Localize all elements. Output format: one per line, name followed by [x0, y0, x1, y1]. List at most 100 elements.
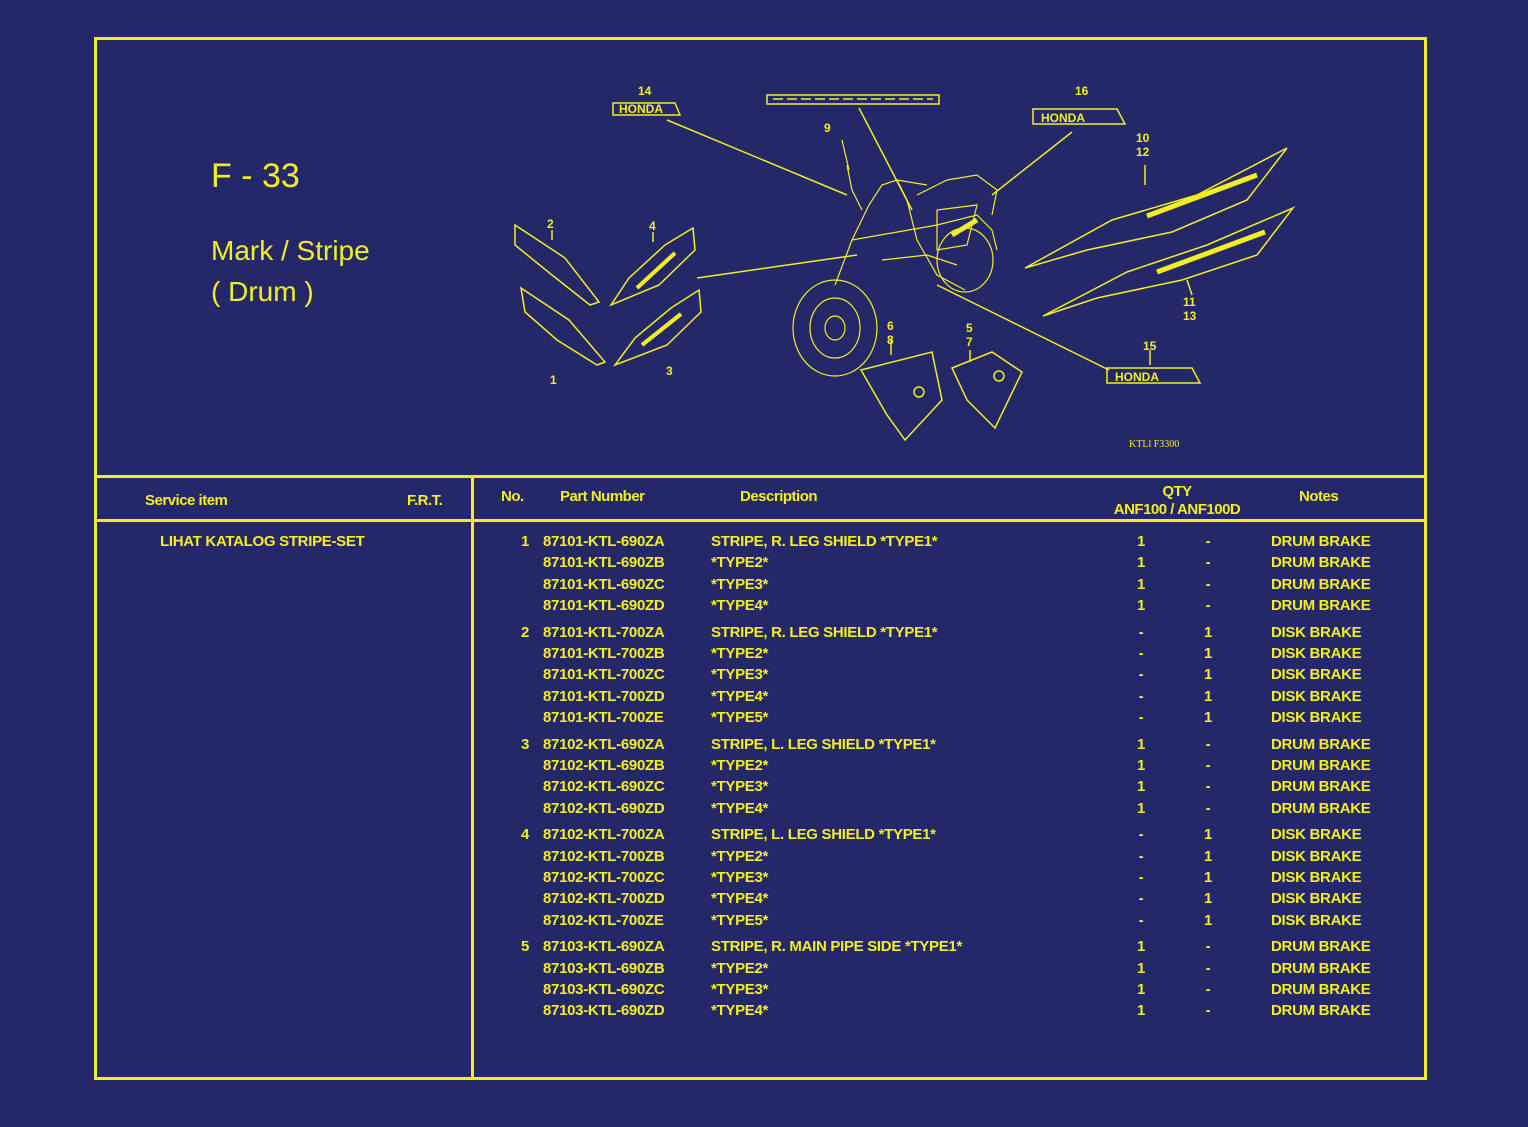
description-cell: *TYPE2*	[711, 959, 769, 977]
qty-anf100-cell: 1	[1136, 799, 1146, 817]
description-cell: *TYPE3*	[711, 778, 769, 796]
qty-anf100d-cell: 1	[1203, 826, 1213, 844]
part-number-cell: 87102-KTL-690ZC	[543, 778, 665, 796]
qty-anf100d-cell: -	[1205, 1002, 1211, 1020]
header-qty-models: ANF100 / ANF100D	[1113, 501, 1241, 518]
qty-anf100d-cell: -	[1205, 959, 1211, 977]
qty-anf100d-cell: 1	[1203, 708, 1213, 726]
qty-anf100-cell: 1	[1136, 1002, 1146, 1020]
item-number-cell: 1	[520, 533, 529, 550]
notes-cell: DISK BRAKE	[1271, 869, 1362, 886]
qty-anf100-cell: -	[1138, 687, 1144, 705]
notes-cell: DISK BRAKE	[1271, 911, 1362, 929]
description-cell: *TYPE4*	[711, 596, 769, 614]
honda-emblem-decal-14: HONDA	[612, 102, 682, 116]
part-number-cell: 87102-KTL-700ZA	[543, 826, 665, 844]
table-column-divider	[471, 475, 474, 1077]
header-no: No.	[501, 488, 524, 505]
callout-numbers: 14 9 16 10 12 2 4 1 3 6 8 5 7 11 13 15	[547, 84, 1197, 387]
item-number-cell: 4	[520, 826, 529, 844]
qty-anf100-cell: 1	[1136, 959, 1146, 977]
description-cell: *TYPE2*	[711, 757, 769, 774]
qty-anf100-cell: -	[1138, 708, 1144, 726]
figure-title-line1: Mark / Stripe	[211, 235, 370, 266]
description-cell: *TYPE5*	[711, 911, 769, 929]
main-pipe-side-stripe-5-7	[950, 351, 1023, 430]
table-row: 87102-KTL-690ZC*TYPE3*1-DRUM BRAKE	[505, 778, 1405, 798]
part-number-cell: 87101-KTL-700ZD	[543, 687, 665, 705]
table-row: 87103-KTL-690ZB*TYPE2*1-DRUM BRAKE	[505, 960, 1405, 980]
table-row: 4 87102-KTL-700ZA STRIPE, L. LEG SHIELD *T…	[505, 826, 1405, 846]
item-number-cell: 2	[520, 623, 529, 641]
notes-cell: DRUM BRAKE	[1271, 575, 1371, 593]
table-row: 2 87101-KTL-700ZA STRIPE, R. LEG SHIELD *T…	[505, 624, 1405, 644]
description-cell: *TYPE3*	[711, 666, 769, 684]
body-stripe-11-13	[1042, 206, 1296, 317]
honda-emblem-decal-15: HONDA	[1106, 367, 1202, 384]
qty-anf100-cell: 1	[1136, 554, 1146, 572]
qty-anf100-cell: -	[1138, 645, 1144, 662]
description-cell: STRIPE, L. LEG SHIELD *TYPE1*	[711, 826, 936, 844]
item-number-cell: 3	[520, 735, 529, 753]
part-number-cell: 87102-KTL-690ZD	[543, 799, 665, 817]
notes-cell: DISK BRAKE	[1271, 890, 1362, 908]
part-number-cell: 87102-KTL-700ZD	[543, 890, 665, 908]
qty-anf100-cell: 1	[1136, 533, 1146, 550]
qty-anf100-cell: -	[1138, 869, 1144, 886]
callout-3: 3	[666, 364, 673, 378]
leader-lines	[551, 107, 1193, 371]
qty-anf100d-cell: -	[1205, 596, 1211, 614]
header-qty: QTY	[1162, 483, 1192, 500]
table-top-rule	[97, 475, 1424, 478]
qty-anf100-cell: 1	[1136, 575, 1146, 593]
qty-anf100-cell: 1	[1136, 596, 1146, 614]
notes-cell: DRUM BRAKE	[1271, 596, 1371, 614]
qty-anf100-cell: 1	[1136, 938, 1146, 956]
notes-cell: DISK BRAKE	[1271, 666, 1362, 684]
part-number-cell: 87101-KTL-700ZA	[543, 623, 665, 641]
description-cell: *TYPE5*	[711, 708, 769, 726]
diagram-ref-code: KTLl F3300	[1129, 439, 1179, 450]
motorcycle-illustration	[792, 139, 998, 377]
description-cell: *TYPE2*	[711, 847, 769, 865]
description-cell: *TYPE3*	[711, 981, 769, 998]
header-notes: Notes	[1299, 488, 1339, 505]
qty-anf100-cell: -	[1138, 666, 1144, 684]
qty-anf100-cell: 1	[1136, 735, 1146, 753]
stripe-decal-9	[766, 94, 940, 105]
part-number-cell: 87101-KTL-690ZA	[543, 533, 665, 550]
notes-cell: DRUM BRAKE	[1271, 533, 1371, 550]
leg-shield-stripe-1	[519, 286, 607, 366]
leg-shield-stripe-3	[612, 288, 702, 367]
qty-anf100d-cell: 1	[1203, 623, 1213, 641]
callout-6: 6	[887, 319, 894, 333]
callout-10: 10	[1136, 131, 1150, 145]
notes-cell: DRUM BRAKE	[1271, 959, 1371, 977]
qty-anf100d-cell: 1	[1203, 890, 1213, 908]
description-cell: STRIPE, R. LEG SHIELD *TYPE1*	[711, 623, 938, 641]
callout-12: 12	[1136, 145, 1150, 159]
notes-cell: DRUM BRAKE	[1271, 1002, 1371, 1020]
qty-anf100d-cell: 1	[1203, 869, 1213, 886]
description-cell: *TYPE2*	[711, 554, 769, 572]
notes-cell: DRUM BRAKE	[1271, 938, 1371, 956]
header-frt: F.R.T.	[407, 492, 443, 509]
parts-catalog-frame: F - 33 Mark / Stripe ( Drum ) HONDA	[94, 37, 1427, 1080]
description-cell: *TYPE4*	[711, 687, 769, 705]
description-cell: *TYPE2*	[711, 645, 769, 662]
callout-1: 1	[550, 373, 557, 387]
qty-anf100d-cell: 1	[1203, 911, 1213, 929]
notes-cell: DISK BRAKE	[1271, 847, 1362, 865]
svg-text:HONDA: HONDA	[619, 102, 663, 116]
honda-emblem-decal-16: HONDA	[1032, 108, 1127, 125]
svg-text:HONDA: HONDA	[1041, 111, 1085, 125]
header-service-item: Service item	[145, 492, 228, 509]
qty-anf100d-cell: -	[1205, 938, 1211, 956]
notes-cell: DISK BRAKE	[1271, 687, 1362, 705]
notes-cell: DRUM BRAKE	[1271, 735, 1371, 753]
